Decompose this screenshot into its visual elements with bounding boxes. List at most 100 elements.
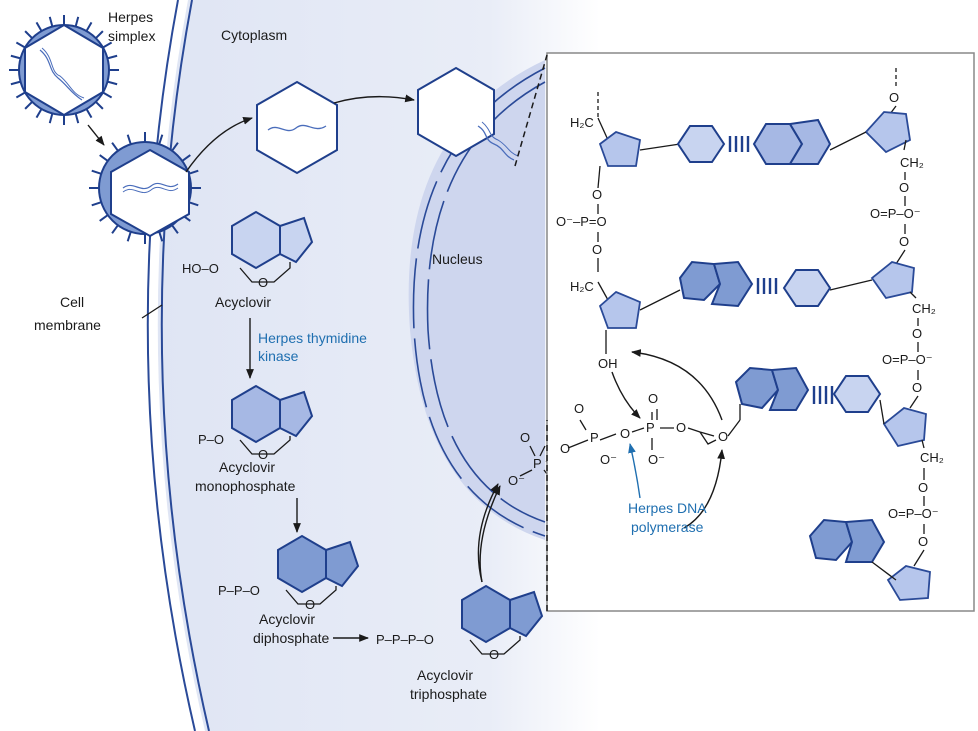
cell-membrane — [146, 0, 210, 731]
svg-text:O: O — [912, 380, 922, 395]
acyclovir-label: Acyclovir — [215, 294, 271, 310]
envelope-spike — [111, 142, 119, 152]
svg-text:CH₂: CH₂ — [920, 450, 944, 465]
svg-text:P: P — [646, 420, 655, 435]
envelope-spike — [91, 169, 102, 175]
svg-text:O: O — [560, 441, 570, 456]
envelope-spike — [15, 41, 26, 49]
acyclovir-triphosphate-molecule: P–P–P–O O — [376, 584, 544, 662]
envelope-spike — [107, 80, 118, 86]
envelope-spike — [74, 113, 80, 124]
svg-text:O: O — [889, 90, 899, 105]
svg-text:P–P–O: P–P–O — [218, 583, 260, 598]
svg-text:O⁻–P=O: O⁻–P=O — [556, 214, 607, 229]
nucleus-label: Nucleus — [432, 251, 483, 267]
envelope-spike — [35, 21, 43, 32]
svg-text:O: O — [676, 420, 686, 435]
arrow-pp-release — [479, 485, 501, 583]
envelope-spike — [10, 80, 21, 86]
acyclovir-diphosphate-molecule: P–P–O O — [218, 534, 360, 612]
svg-text:OH: OH — [598, 356, 618, 371]
envelope-spike — [35, 108, 43, 119]
envelope-spike — [15, 91, 26, 99]
svg-text:O: O — [520, 430, 530, 445]
envelope-spike — [107, 54, 118, 60]
svg-text:O⁻: O⁻ — [600, 452, 617, 467]
dna-left-backbone: H₂C O O⁻–P=O O H₂C OH — [556, 92, 642, 371]
arrow-oh-attack — [611, 371, 641, 419]
base-pair-2 — [639, 260, 873, 311]
arrow-capsid-entry — [185, 116, 253, 173]
envelope-spike — [91, 201, 102, 207]
svg-text:O: O — [592, 242, 602, 257]
svg-text:CH₂: CH₂ — [912, 301, 936, 316]
envelope-spike — [99, 214, 109, 222]
svg-text:O=P–O⁻: O=P–O⁻ — [888, 506, 939, 521]
envelope-spike — [24, 101, 33, 110]
envelope-spike — [10, 54, 21, 60]
svg-text:O: O — [258, 275, 268, 290]
svg-text:H₂C: H₂C — [570, 279, 594, 294]
envelope-spike — [102, 41, 113, 49]
acyclovir-diphosphate-label: Acyclovir diphosphate — [253, 611, 330, 646]
viral-capsid-nuclear-pore — [417, 66, 519, 161]
svg-text:O=P–O⁻: O=P–O⁻ — [870, 206, 921, 221]
envelope-spike — [95, 30, 104, 39]
cell-membrane-pointer — [141, 304, 163, 319]
acyclovir-monophosphate-molecule: P–O O — [198, 384, 314, 462]
svg-text:P–O: P–O — [198, 432, 224, 447]
svg-text:H₂C: H₂C — [570, 115, 594, 130]
svg-text:P–P–P–O: P–P–P–O — [376, 632, 434, 647]
viral-capsid-cytoplasm — [256, 80, 338, 175]
envelope-spike — [74, 16, 80, 27]
envelope-spike — [24, 30, 33, 39]
svg-text:O: O — [918, 480, 928, 495]
envelope-spike — [126, 134, 132, 145]
cytoplasm-label: Cytoplasm — [221, 27, 287, 43]
envelope-spike — [188, 169, 199, 175]
svg-text:O=P–O⁻: O=P–O⁻ — [882, 352, 933, 367]
nucleus-region — [408, 60, 545, 540]
terminal-base — [808, 518, 897, 581]
base-pair-1 — [639, 118, 867, 165]
svg-text:P: P — [590, 430, 599, 445]
triphosphate-chain-inset: O O P O⁻ O P O O⁻ O O — [560, 391, 741, 467]
svg-text:O⁻: O⁻ — [508, 473, 525, 488]
envelope-spike — [158, 231, 164, 242]
cell-membrane-label: Cell membrane — [34, 294, 101, 333]
envelope-spike — [171, 224, 179, 234]
acyclovir-monophosphate-label: Acyclovir monophosphate — [195, 459, 296, 494]
svg-text:CH₂: CH₂ — [900, 155, 924, 170]
envelope-spike — [126, 231, 132, 242]
herpes-thymidine-kinase-label: Herpes thymidine kinase — [258, 330, 371, 364]
svg-text:P: P — [533, 456, 542, 471]
svg-text:O: O — [489, 647, 499, 662]
acyclovir-molecule: HO–O O — [182, 210, 314, 290]
envelope-spike — [85, 108, 93, 119]
svg-text:O⁻: O⁻ — [648, 452, 665, 467]
svg-text:O: O — [648, 391, 658, 406]
dna-right-backbone: O CH₂ O O=P–O⁻ O CH₂ O O=P–O⁻ O CH₂ O O=… — [864, 68, 944, 601]
svg-text:O: O — [258, 447, 268, 462]
arrow-polymerase-left — [628, 443, 641, 499]
svg-text:O: O — [620, 426, 630, 441]
envelope-spike — [95, 101, 104, 110]
arrow-virion-to-membrane — [87, 124, 105, 146]
svg-text:O: O — [912, 326, 922, 341]
svg-text:O: O — [718, 429, 728, 444]
envelope-spike — [188, 201, 199, 207]
svg-text:O: O — [899, 234, 909, 249]
envelope-spike — [48, 113, 54, 124]
herpes-virion-fusing — [89, 132, 201, 244]
base-pair-3 — [734, 366, 885, 425]
envelope-spike — [181, 154, 191, 162]
acyclovir-triphosphate-label: Acyclovir triphosphate — [410, 667, 487, 702]
envelope-spike — [158, 134, 164, 145]
envelope-spike — [48, 16, 54, 27]
svg-text:O: O — [592, 187, 602, 202]
svg-text:O: O — [574, 401, 584, 416]
arrow-chain-extension — [631, 349, 723, 421]
herpes-dna-polymerase-label: Herpes DNA polymerase — [628, 500, 710, 535]
svg-text:O: O — [305, 597, 315, 612]
svg-text:HO–O: HO–O — [182, 261, 219, 276]
